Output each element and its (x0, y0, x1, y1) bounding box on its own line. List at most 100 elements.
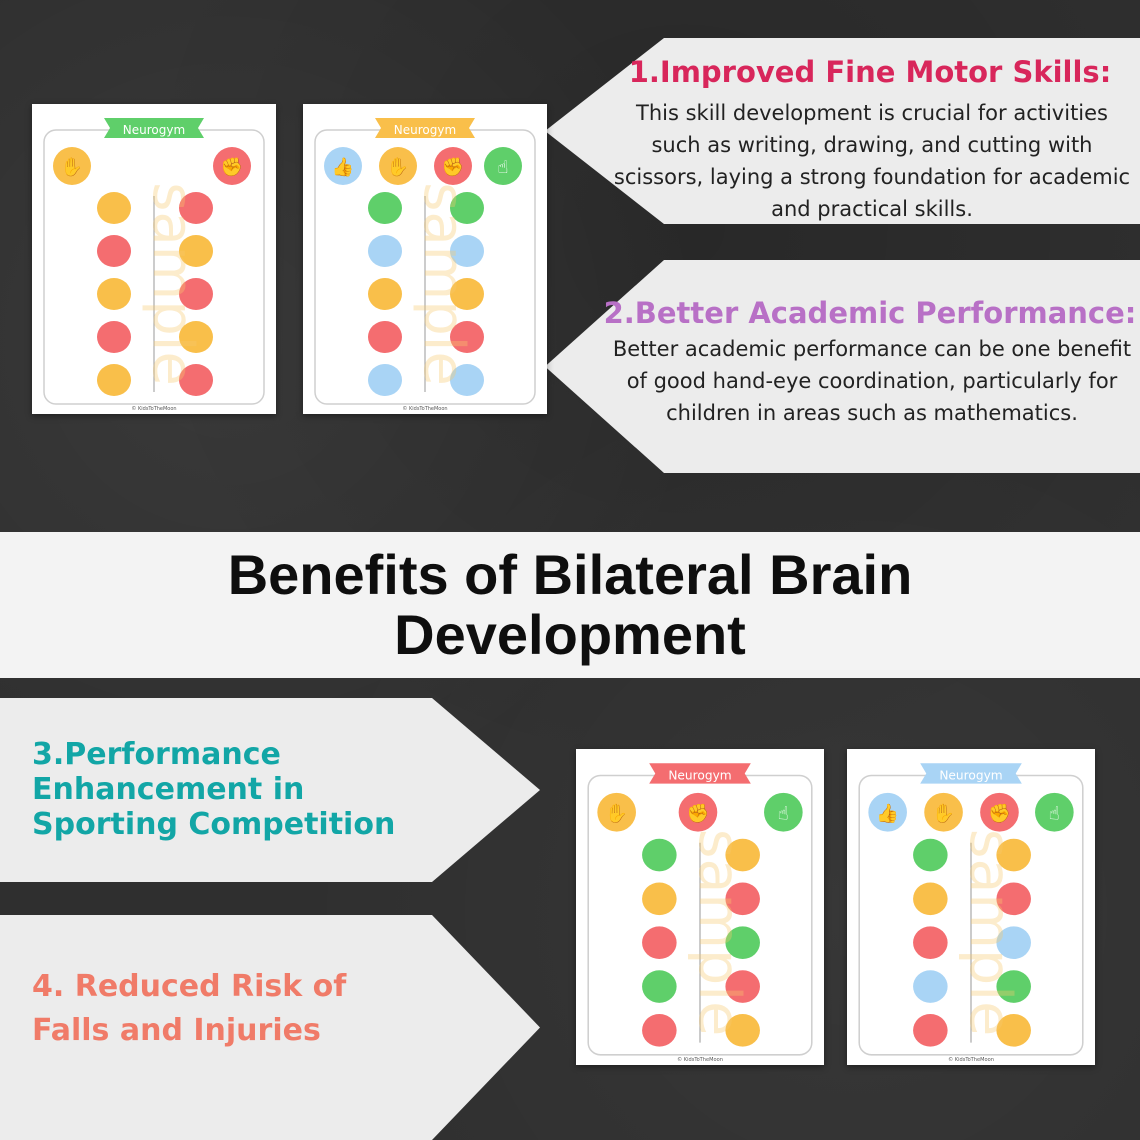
svg-text:✋: ✋ (61, 156, 83, 178)
worksheet-dot (368, 321, 402, 353)
benefit-2-heading: 2.Better Academic Performance: (603, 296, 1137, 330)
pinky-finger-icon: ☝ (764, 792, 803, 832)
worksheet-dot (179, 235, 213, 267)
svg-text:✋: ✋ (387, 156, 409, 178)
svg-text:👍: 👍 (876, 802, 899, 824)
svg-text:✊: ✊ (221, 157, 243, 178)
worksheet-dot (996, 926, 1031, 959)
worksheet-dot (996, 882, 1031, 916)
worksheet-illustration: Neurogym ✋ ✊ sample © KidsToTheMoon (43, 118, 265, 412)
worksheet-banner (649, 763, 751, 784)
worksheet-dot (996, 838, 1031, 872)
svg-text:☝: ☝ (498, 157, 509, 178)
worksheet-dot (97, 321, 131, 353)
worksheet-dot (725, 926, 760, 959)
worksheet-banner (104, 118, 204, 138)
worksheet-card: Neurogym 👍 ✋ ✊ ☝ sample © KidsToTheMoon (847, 749, 1095, 1065)
worksheet-dot (450, 235, 484, 267)
worksheet-dot (642, 1014, 677, 1047)
worksheet-banner (375, 118, 475, 138)
worksheet-illustration: Neurogym 👍 ✋ ✊ ☝ sample © KidsToTheMoon (314, 118, 536, 412)
worksheet-brand: Neurogym (394, 123, 456, 137)
worksheet-dot (996, 1014, 1031, 1047)
worksheet-watermark: sample (140, 182, 205, 386)
worksheet-dot (179, 192, 213, 224)
worksheet-footer: © KidsToTheMoon (402, 405, 447, 412)
svg-text:☝: ☝ (778, 803, 789, 824)
worksheet-dot (725, 970, 760, 1003)
worksheet-dot (179, 278, 213, 310)
worksheet-footer: © KidsToTheMoon (948, 1056, 994, 1063)
worksheet-dot (913, 838, 948, 872)
worksheet-dot (450, 321, 484, 353)
svg-text:☝: ☝ (1049, 803, 1060, 824)
benefit-2-text: Better academic performance can be one b… (612, 337, 1132, 425)
benefit-1-heading: 1.Improved Fine Motor Skills: (628, 55, 1112, 89)
open-hand-icon: ✋ (53, 147, 91, 185)
worksheet-dot (913, 926, 948, 959)
svg-text:✋: ✋ (605, 802, 628, 824)
worksheet-card: Neurogym 👍 ✋ ✊ ☝ sample © KidsToTheMoon (303, 104, 547, 414)
worksheet-watermark: sample (686, 829, 752, 1037)
benefit-3-heading: 3.Performance Enhancement in Sporting Co… (32, 737, 396, 842)
svg-text:✊: ✊ (442, 157, 464, 178)
worksheet-brand: Neurogym (939, 769, 1002, 783)
svg-text:✋: ✋ (932, 802, 955, 824)
worksheet-dot (450, 364, 484, 396)
benefit-4-heading: 4. Reduced Risk of Falls and Injuries (32, 969, 347, 1048)
worksheet-dot (179, 321, 213, 353)
worksheet-dot (450, 278, 484, 310)
worksheet-footer: © KidsToTheMoon (131, 405, 176, 412)
worksheet-dot (913, 970, 948, 1003)
worksheet-brand: Neurogym (668, 769, 731, 783)
worksheet-dot (642, 970, 677, 1003)
thumbs-up-icon: 👍 (324, 147, 362, 185)
worksheet-dot (368, 192, 402, 224)
open-hand-icon: ✋ (379, 147, 417, 185)
fist-icon: ✊ (434, 147, 472, 185)
worksheet-dot (642, 882, 677, 916)
worksheet-dot (450, 192, 484, 224)
svg-text:👍: 👍 (332, 156, 354, 178)
open-hand-icon: ✋ (924, 792, 963, 832)
worksheet-dot (97, 278, 131, 310)
worksheet-dot (97, 235, 131, 267)
worksheet-card: Neurogym ✋ ✊ sample © KidsToTheMoon (32, 104, 276, 414)
worksheet-dot (913, 882, 948, 916)
worksheet-watermark: sample (411, 182, 476, 386)
worksheet-dot (725, 882, 760, 916)
thumbs-up-icon: 👍 (868, 792, 907, 832)
benefit-1-text: This skill development is crucial for ac… (613, 101, 1131, 221)
benefit-banner-1 (545, 38, 1140, 224)
worksheet-dot (97, 364, 131, 396)
fist-icon: ✊ (213, 147, 251, 185)
worksheet-dot (913, 1014, 948, 1047)
fist-icon: ✊ (980, 792, 1019, 832)
worksheet-dot (368, 364, 402, 396)
worksheet-illustration: Neurogym✋✊☝sample© KidsToTheMoon (587, 763, 813, 1063)
fist-icon: ✊ (678, 792, 718, 832)
worksheet-dot (642, 838, 677, 872)
worksheet-dot (642, 926, 677, 959)
worksheet-dot (97, 192, 131, 224)
worksheet-dot (368, 235, 402, 267)
svg-text:✊: ✊ (988, 802, 1011, 824)
worksheet-watermark: sample (957, 829, 1023, 1037)
benefit-banner-3 (0, 698, 540, 882)
benefit-banner-2 (545, 260, 1140, 473)
benefit-banner-4 (0, 915, 540, 1140)
title-strip: Benefits of Bilateral Brain Development (0, 532, 1140, 678)
svg-text:✊: ✊ (687, 802, 710, 824)
pinky-finger-icon: ☝ (484, 147, 522, 185)
worksheet-dot (725, 838, 760, 872)
page-title: Benefits of Bilateral Brain Development (227, 543, 913, 666)
worksheet-illustration: Neurogym 👍 ✋ ✊ ☝ sample © KidsToTheMoon (858, 763, 1084, 1063)
worksheet-card: Neurogym✋✊☝sample© KidsToTheMoon (576, 749, 824, 1065)
open-hand-icon: ✋ (597, 792, 636, 832)
worksheet-dot (179, 364, 213, 396)
worksheet-dot (368, 278, 402, 310)
worksheet-banner (920, 763, 1022, 784)
worksheet-dot (996, 970, 1031, 1003)
worksheet-brand: Neurogym (123, 123, 185, 137)
pinky-finger-icon: ☝ (1035, 792, 1074, 832)
